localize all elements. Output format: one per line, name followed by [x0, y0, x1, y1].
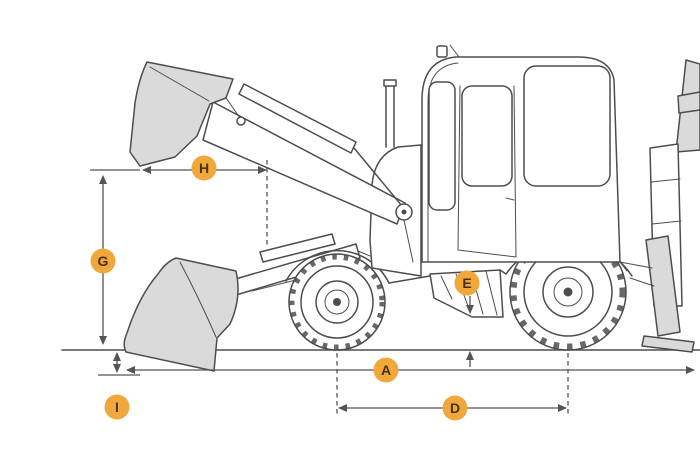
rear-window: [523, 65, 611, 187]
dimension-annotations: H G I A D E: [90, 155, 695, 421]
dim-label-D: D: [450, 400, 460, 416]
cab: [421, 44, 621, 263]
dimension-E: E: [454, 270, 480, 367]
front-wheel: [288, 253, 386, 351]
dim-label-H-circle: [191, 155, 217, 181]
dim-label-I: I: [115, 399, 119, 415]
dim-label-H: H: [199, 160, 209, 176]
loader-bucket-ground: [123, 233, 395, 372]
dim-label-A: A: [381, 362, 391, 378]
door-window: [461, 85, 513, 187]
dim-label-A-circle: [373, 357, 399, 383]
exhaust-stack: [383, 79, 397, 148]
dimension-D: D: [336, 353, 569, 421]
loader-bucket-raised: [129, 61, 246, 167]
cab-door: [457, 85, 517, 258]
roof-beacon: [436, 44, 460, 58]
dim-label-E-circle: [454, 270, 480, 296]
dim-label-D-circle: [442, 395, 468, 421]
dimension-I: I: [98, 352, 140, 420]
dim-label-G: G: [98, 253, 109, 269]
rear-wheel: [509, 233, 627, 351]
windshield: [428, 81, 456, 211]
engine-hood: [369, 79, 422, 277]
dimension-H: H: [90, 155, 268, 248]
dimension-G: G: [90, 175, 116, 345]
dim-label-G-circle: [90, 248, 116, 274]
dim-label-E: E: [462, 275, 471, 291]
backhoe-attachment: [619, 59, 700, 353]
dimension-A: A: [126, 357, 695, 383]
dim-label-I-circle: [104, 394, 130, 420]
loader-boom: [202, 83, 414, 263]
